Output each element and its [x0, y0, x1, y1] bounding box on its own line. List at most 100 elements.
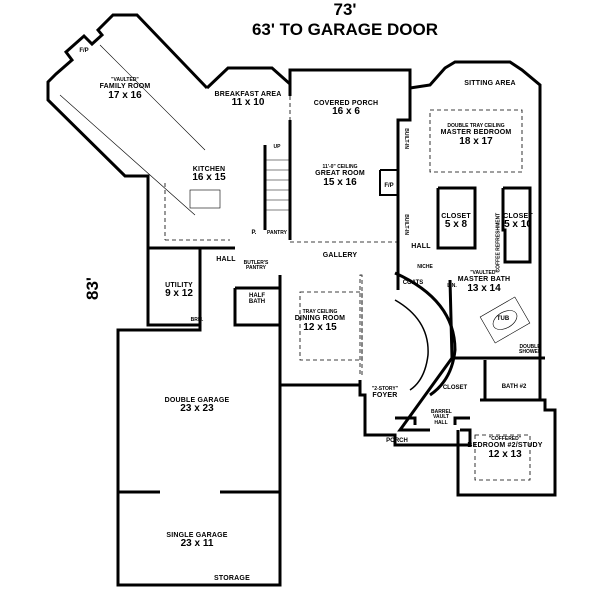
master-bath-label: "VAULTED" MASTER BATH 13 x 14 — [457, 270, 511, 294]
foyer-label: "2-STORY" FOYER — [371, 386, 399, 400]
room-size: 5 x 10 — [504, 219, 532, 231]
master-bedroom-label: DOUBLE TRAY CEILING MASTER BEDROOM 18 x … — [440, 123, 512, 147]
room-name: FAMILY ROOM — [99, 83, 151, 91]
master-bath-wall — [397, 357, 454, 432]
great-room-fireplace-label: F/P — [384, 183, 394, 189]
closet-wall — [436, 186, 477, 250]
covered-porch-label: COVERED PORCH 16 x 6 — [314, 100, 378, 118]
room-note: "COFFERED" — [488, 436, 522, 442]
half-bath-label: HALF BATH — [248, 293, 266, 306]
bedroom2-coffered-ceiling-outline — [474, 434, 531, 481]
hall-label: HALL — [411, 243, 431, 250]
utility-label: UTILITY 9 x 12 — [165, 282, 193, 300]
room-name: SINGLE GARAGE — [166, 532, 228, 539]
curved-stair-wall — [394, 271, 457, 397]
foyer-wall — [358, 380, 472, 447]
hall-label: HALL — [216, 256, 236, 263]
room-name: FOYER — [372, 392, 398, 400]
master-tray-ceiling-outline — [429, 109, 523, 173]
family-room-wall — [46, 13, 209, 327]
overall-depth-dimension: 83' — [83, 277, 102, 300]
pantry-short-label: P. — [251, 230, 257, 236]
sitting-area-label: SITTING AREA — [464, 80, 516, 87]
room-name: COVERED PORCH — [313, 100, 379, 107]
room-size: 15 x 16 — [323, 176, 357, 188]
room-name: MASTER BEDROOM — [440, 129, 512, 137]
broom-closet-label: BRM. — [190, 317, 204, 323]
room-name: BREAKFAST AREA — [214, 91, 282, 98]
great-room-fireplace — [379, 169, 399, 196]
fireplace-label: F/P — [79, 48, 89, 54]
coats-closet-label: COATS — [402, 280, 424, 286]
room-note: "VAULTED" — [111, 77, 139, 83]
family-room-label: "VAULTED" FAMILY ROOM 17 x 16 — [99, 77, 151, 101]
master-bedroom-wall — [409, 60, 542, 400]
porch-wall — [395, 416, 417, 425]
barrel-vault-hall-label: BARREL VAULT HALL — [431, 409, 452, 426]
room-size: 18 x 17 — [459, 135, 493, 147]
room-note: TRAY CEILING — [302, 309, 338, 315]
closet-wall — [501, 186, 532, 264]
pantry-label: PANTRY — [267, 230, 287, 236]
family-room-beam-line — [59, 94, 196, 216]
porch-wall — [453, 416, 470, 425]
closet-label: CLOSET 5 x 10 — [503, 213, 533, 231]
bedroom-2-study-label: "COFFERED" BEDROOM #2/STUDY 12 x 13 — [467, 436, 543, 460]
niche-label: NICHE — [417, 264, 433, 270]
built-in-label: BUILT-IN — [403, 128, 409, 149]
room-size: 9 x 12 — [165, 288, 193, 300]
room-size: 23 x 23 — [180, 403, 214, 415]
room-note: "2-STORY" — [371, 386, 399, 392]
room-name: UTILITY — [165, 282, 193, 289]
bedroom2-wall — [456, 398, 557, 497]
room-name: BEDROOM #2/STUDY — [467, 442, 543, 450]
room-size: 12 x 13 — [488, 448, 522, 460]
linen-closet-label: LIN. — [447, 283, 457, 289]
dining-opening-line — [359, 274, 363, 376]
room-size: 11 x 10 — [231, 97, 265, 109]
half-bath-wall — [233, 288, 280, 327]
gallery-label: GALLERY — [322, 252, 358, 259]
room-size: 17 x 16 — [108, 89, 142, 101]
room-size: 16 x 6 — [332, 106, 360, 118]
stair-up-label: UP — [273, 144, 281, 150]
kitchen-island — [189, 189, 221, 209]
single-garage-label: SINGLE GARAGE 23 x 11 — [166, 532, 227, 550]
room-note: "VAULTED" — [470, 270, 498, 276]
room-size: 16 x 15 — [192, 172, 226, 184]
coffee-refreshment-label: COFFEE REFRESHMENT — [495, 212, 502, 273]
storage-label: STORAGE — [214, 575, 250, 582]
room-name: GREAT ROOM — [315, 170, 365, 178]
overall-width-dimension: 73' — [333, 0, 357, 19]
room-size: 23 x 11 — [180, 538, 214, 550]
room-name: DINING ROOM — [294, 315, 346, 323]
great-room-right-wall — [396, 88, 412, 290]
room-name: CLOSET — [503, 213, 533, 220]
great-room-label: 11'-0" CEILING GREAT ROOM 15 x 16 — [315, 164, 365, 188]
room-size: 12 x 15 — [303, 321, 337, 333]
tub-label: TUB — [496, 316, 510, 322]
dining-tray-ceiling-outline — [299, 291, 363, 361]
breakfast-area-label: BREAKFAST AREA 11 x 10 — [214, 91, 281, 109]
closet-label: CLOSET — [442, 385, 468, 391]
tub-basin — [492, 310, 518, 330]
double-garage-label: DOUBLE GARAGE 23 x 23 — [165, 397, 230, 415]
room-size: 5 x 8 — [444, 219, 468, 231]
bath-2-label: BATH #2 — [501, 384, 527, 390]
dining-room-label: TRAY CEILING DINING ROOM 12 x 15 — [294, 309, 346, 333]
room-name: CLOSET — [441, 213, 471, 220]
built-in-label: BUILT-IN — [403, 214, 409, 235]
room-name: KITCHEN — [192, 166, 226, 173]
room-name: MASTER BATH — [457, 276, 511, 284]
curved-stair-inner-rail — [394, 299, 429, 391]
porch-label: PORCH — [386, 438, 408, 444]
room-note: 11'-0" CEILING — [322, 164, 358, 170]
garage-width-dimension: 63' TO GARAGE DOOR — [251, 20, 439, 39]
butlers-pantry-label: BUTLER'S PANTRY — [243, 260, 269, 272]
room-note: DOUBLE TRAY CEILING — [447, 123, 505, 129]
room-name: DOUBLE GARAGE — [164, 397, 230, 404]
double-shower-label: DOUBLE SHOWER — [519, 344, 542, 356]
garage-wall — [116, 325, 282, 587]
tub-deck — [479, 296, 531, 344]
